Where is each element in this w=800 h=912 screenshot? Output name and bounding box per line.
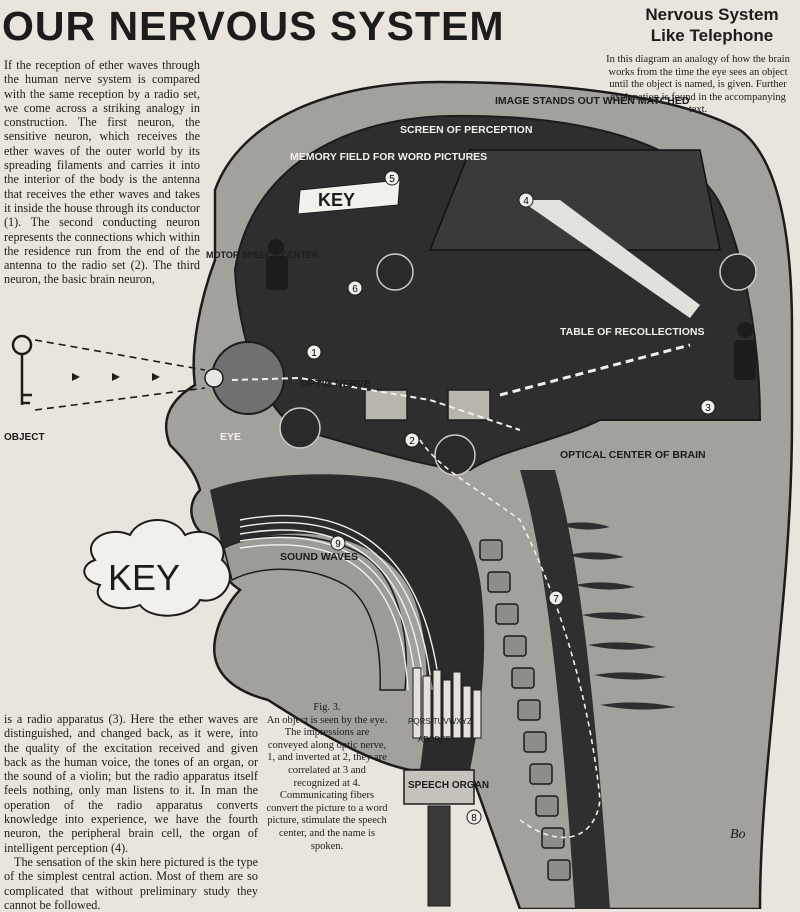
label-object: OBJECT: [4, 432, 45, 443]
speech-organ-pipes: [412, 667, 482, 739]
optic-nerve-path: [231, 376, 521, 431]
rib-marks: [560, 522, 676, 710]
speech-organ-spring: [427, 805, 451, 907]
figure-caption: Fig. 3. An object is seen by the eye. Th…: [264, 702, 390, 853]
organ-letters-top: PQRS TUVWXYZ: [408, 717, 472, 726]
page-subtitle: Nervous System Like Telephone: [645, 5, 779, 45]
article-column-1: If the reception of ether waves through …: [4, 58, 200, 287]
sound-fibers: [239, 514, 441, 691]
cloud-key-word: KEY: [108, 557, 180, 598]
svg-text:4: 4: [523, 196, 529, 207]
relay-wheels: [279, 253, 757, 476]
key-memory-card: [297, 179, 401, 215]
label-sound-waves: SOUND WAVES: [280, 551, 358, 563]
top-caption: In this diagram an analogy of how the br…: [606, 54, 790, 115]
recollection-track: [499, 343, 691, 397]
svg-text:9: 9: [335, 539, 341, 550]
page-title: OUR NERVOUS SYSTEM: [2, 3, 505, 49]
svg-text:3: 3: [705, 403, 711, 414]
label-eye: EYE: [220, 431, 241, 443]
sight-lines: [34, 339, 206, 411]
figure-number: Fig. 3.: [313, 702, 341, 713]
label-optical-center: OPTICAL CENTER OF BRAIN: [560, 449, 706, 461]
vertebrae: [479, 539, 571, 881]
svg-text:2: 2: [409, 436, 415, 447]
label-table-of-recollections: TABLE OF RECOLLECTIONS: [560, 326, 704, 338]
sight-arrows: [72, 373, 160, 381]
label-motor-speech-center: MOTOR SPEECH CENTER: [206, 250, 319, 260]
svg-text:8: 8: [471, 813, 477, 824]
label-memory-field: MEMORY FIELD FOR WORD PICTURES: [290, 151, 487, 163]
label-optic-nerve: OPTIC NERVE: [300, 378, 371, 390]
svg-text:6: 6: [352, 284, 358, 295]
article-paragraph: is a radio apparatus (3). Here the ether…: [4, 712, 258, 855]
mouth-cavity: [210, 474, 485, 770]
memory-card-key-word: KEY: [318, 190, 355, 210]
speech-cloud: [83, 519, 231, 617]
numbered-markers: 1 2 3 4 5 6 7 8 9: [306, 170, 716, 825]
svg-text:5: 5: [389, 174, 395, 185]
svg-text:7: 7: [553, 594, 559, 605]
label-screen-of-perception: SCREEN OF PERCEPTION: [400, 124, 532, 136]
svg-text:1: 1: [311, 348, 317, 359]
projection-beam: [520, 200, 700, 318]
article-column-2: is a radio apparatus (3). Here the ether…: [4, 712, 258, 912]
tongue: [223, 535, 407, 691]
spinal-cord: [520, 470, 610, 909]
nerve-to-speech: [419, 439, 601, 839]
eye-lens: [204, 368, 224, 388]
label-image-stands-out: IMAGE STANDS OUT WHEN MATCHED: [495, 95, 690, 107]
figure-caption-text: An object is seen by the eye. The impres…: [266, 714, 388, 852]
operator-figures: [266, 239, 756, 380]
artist-signature: Bo: [730, 827, 746, 842]
correlator-boxes: [364, 389, 491, 421]
speech-organ-box: [403, 769, 475, 805]
organ-letters-bottom: ABCDEF: [418, 735, 451, 744]
label-speech-organ: SPEECH ORGAN: [408, 780, 489, 791]
article-paragraph: The sensation of the skin here pictured …: [4, 854, 258, 912]
object-key-icon: [11, 334, 33, 405]
